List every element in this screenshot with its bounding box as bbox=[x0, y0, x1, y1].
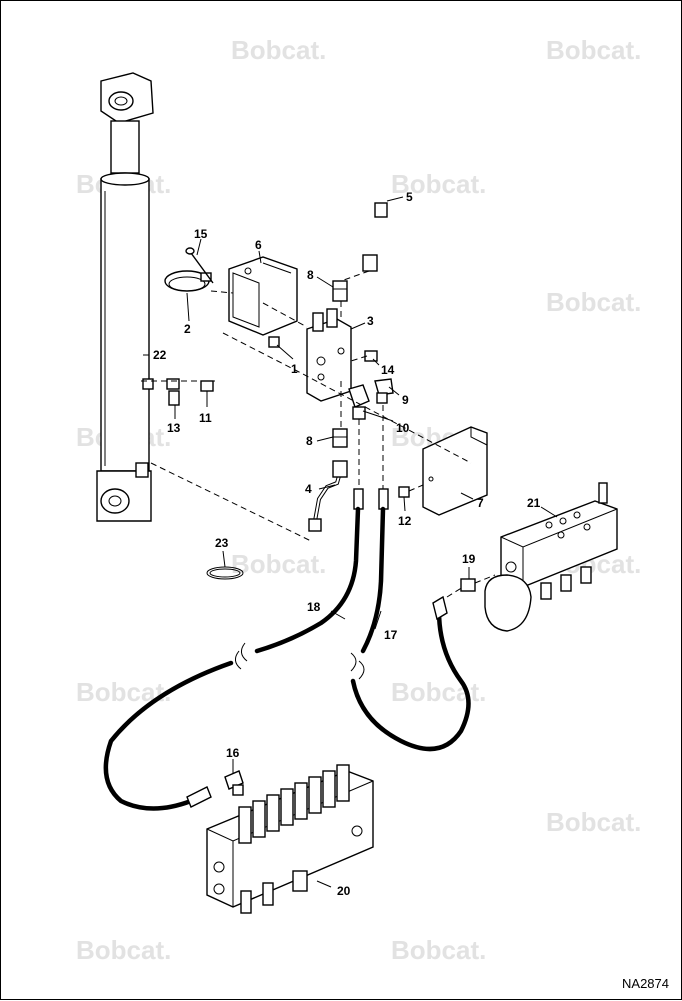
hose-17 bbox=[350, 608, 471, 752]
callout-20: 20 bbox=[337, 884, 351, 898]
cover-plate bbox=[422, 426, 488, 516]
callout-10: 10 bbox=[396, 421, 410, 435]
hose-18 bbox=[103, 660, 234, 811]
fitting-set bbox=[142, 378, 214, 406]
callout-13: 13 bbox=[167, 421, 181, 435]
fitting bbox=[332, 428, 348, 448]
callout-labels: 1 2 3 4 5 6 7 8 8 9 10 11 12 13 14 15 16… bbox=[153, 190, 541, 898]
watermark: Bobcat. bbox=[231, 549, 326, 579]
valve-block bbox=[306, 308, 352, 402]
callout-3: 3 bbox=[367, 314, 374, 328]
callout-6: 6 bbox=[255, 238, 262, 252]
hose-17 bbox=[360, 506, 386, 654]
screw bbox=[398, 486, 410, 498]
control-valve-auxiliary bbox=[484, 482, 618, 632]
callout-15: 15 bbox=[194, 227, 208, 241]
watermark: Bobcat. bbox=[546, 35, 641, 65]
hydraulic-cylinder bbox=[96, 72, 154, 522]
callout-1: 1 bbox=[291, 362, 298, 376]
control-valve-main bbox=[206, 764, 374, 914]
fitting bbox=[446, 574, 496, 598]
callout-17: 17 bbox=[384, 628, 398, 642]
callout-8-upper: 8 bbox=[307, 268, 314, 282]
mounting-bracket bbox=[228, 256, 298, 336]
watermark: Bobcat. bbox=[391, 935, 486, 965]
callout-14: 14 bbox=[381, 363, 395, 377]
callout-23: 23 bbox=[215, 536, 229, 550]
callout-7: 7 bbox=[477, 496, 484, 510]
callout-5: 5 bbox=[406, 190, 413, 204]
tube-line bbox=[308, 460, 348, 532]
callout-18: 18 bbox=[307, 600, 321, 614]
callout-9: 9 bbox=[402, 393, 409, 407]
fitting bbox=[332, 280, 348, 302]
leader-lines bbox=[143, 196, 558, 888]
watermark: Bobcat. bbox=[391, 169, 486, 199]
watermark: Bobcat. bbox=[546, 807, 641, 837]
assembly-lines bbox=[141, 270, 472, 542]
fitting bbox=[364, 350, 378, 362]
callout-4: 4 bbox=[305, 482, 312, 496]
figure-reference: NA2874 bbox=[622, 976, 669, 991]
hose-18 bbox=[254, 506, 361, 654]
hose-assembly bbox=[103, 488, 471, 811]
watermark: Bobcat. bbox=[76, 935, 171, 965]
elbow-fitting bbox=[224, 770, 244, 796]
callout-2: 2 bbox=[184, 322, 191, 336]
tube-line bbox=[362, 178, 388, 272]
watermark: Bobcat. bbox=[76, 677, 171, 707]
callout-8-lower: 8 bbox=[306, 434, 313, 448]
callout-19: 19 bbox=[462, 552, 476, 566]
hose-clamp bbox=[164, 270, 212, 292]
elbow-fitting bbox=[348, 384, 370, 420]
bolt bbox=[185, 247, 214, 284]
watermark: Bobcat. bbox=[391, 677, 486, 707]
elbow-fitting bbox=[374, 378, 394, 404]
watermark: Bobcat. bbox=[546, 287, 641, 317]
callout-16: 16 bbox=[226, 746, 240, 760]
callout-21: 21 bbox=[527, 496, 541, 510]
nut bbox=[268, 336, 280, 348]
callout-11: 11 bbox=[199, 411, 212, 425]
callout-22: 22 bbox=[153, 348, 167, 362]
valve-spools bbox=[238, 764, 350, 844]
watermark: Bobcat. bbox=[231, 35, 326, 65]
callout-12: 12 bbox=[398, 514, 412, 528]
